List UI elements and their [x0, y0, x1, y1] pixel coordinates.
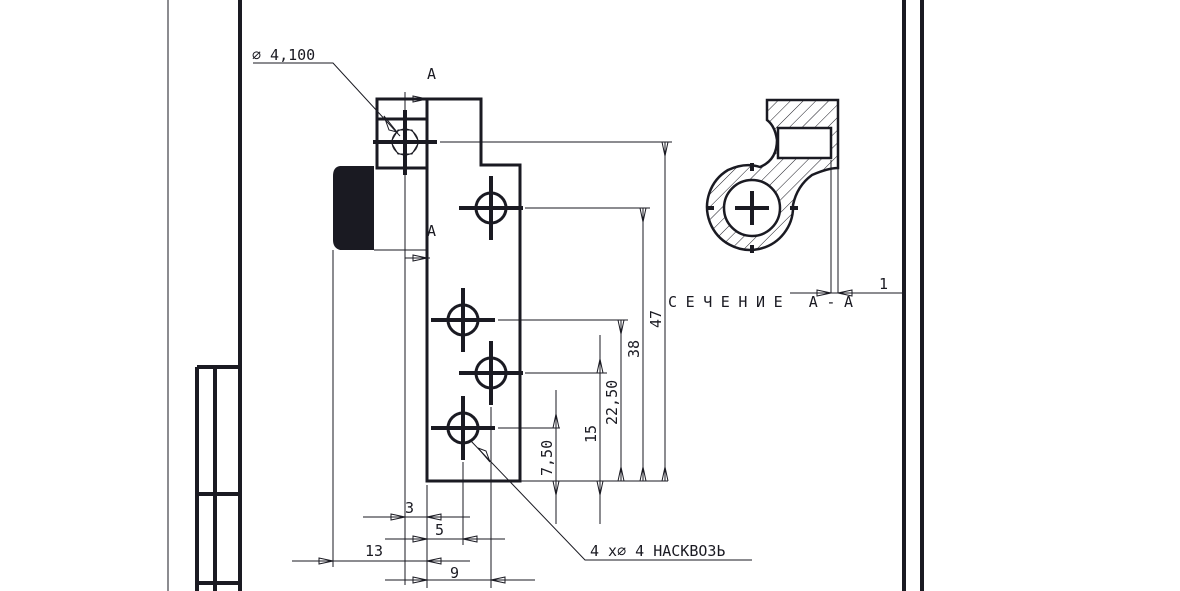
section-view [705, 98, 902, 297]
section-label-a-bottom: A [427, 222, 436, 240]
vertical-dimensions [552, 141, 669, 524]
extension-lines [332, 92, 672, 588]
dim-7-50: 7,50 [538, 440, 556, 476]
dim-22-50: 22,50 [603, 380, 621, 425]
horizontal-dimensions [292, 513, 535, 584]
threaded-fitting [333, 166, 427, 251]
dim-47: 47 [647, 310, 665, 328]
hole-2 [431, 288, 495, 352]
hole-4 [431, 396, 495, 460]
dim-15: 15 [582, 425, 600, 443]
section-markers [405, 95, 430, 262]
hole-3 [459, 341, 523, 405]
dim-3: 3 [405, 499, 414, 517]
dim-13: 13 [365, 542, 383, 560]
dim-38: 38 [625, 340, 643, 358]
dim-5: 5 [435, 521, 444, 539]
section-title: СЕЧЕНИЕ А-А [668, 293, 853, 311]
dim-9: 9 [450, 564, 459, 582]
hole-1 [459, 176, 523, 240]
hole-callout-top: ⌀ 4,100 [252, 46, 315, 64]
leader-lines [253, 62, 752, 561]
title-block [195, 365, 240, 591]
section-label-a-top: A [427, 65, 436, 83]
hole-callout-bottom: 4 x⌀ 4 НАСКВОЗЬ [590, 542, 725, 560]
section-dim-1: 1 [879, 275, 888, 293]
